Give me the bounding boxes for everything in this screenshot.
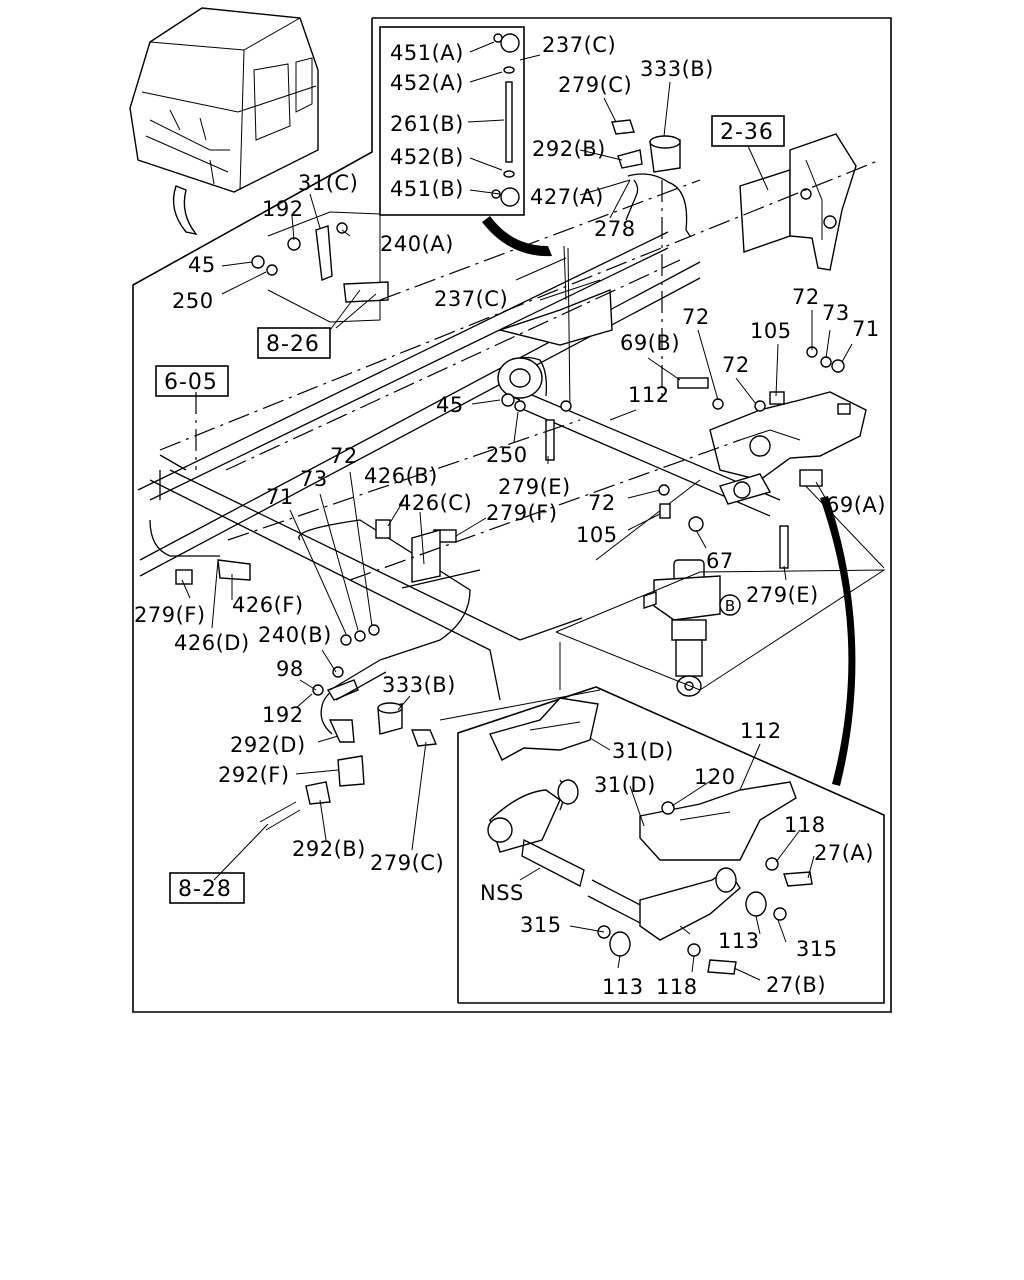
label-333b-top: 333(B) bbox=[640, 57, 714, 81]
label-72-b: 72 bbox=[792, 285, 820, 309]
label-261b: 261(B) bbox=[390, 112, 464, 136]
ref-8-26: 8-26 bbox=[266, 332, 320, 357]
label-451a: 451(A) bbox=[390, 41, 464, 65]
lower-fittings bbox=[259, 659, 438, 831]
label-292b-low: 292(B) bbox=[292, 837, 366, 861]
ref-box-6-05: 6-05 bbox=[155, 365, 229, 397]
cab-arrow bbox=[172, 185, 198, 236]
ref-6-05: 6-05 bbox=[164, 370, 218, 395]
label-31c: 31(C) bbox=[298, 171, 358, 195]
leader-lines bbox=[181, 41, 853, 981]
label-nss: NSS bbox=[480, 881, 524, 905]
label-451b: 451(B) bbox=[390, 177, 464, 201]
label-250-top: 250 bbox=[172, 289, 214, 313]
label-333b-low: 333(B) bbox=[382, 673, 456, 697]
label-69b: 69(B) bbox=[620, 331, 680, 355]
label-315-b: 315 bbox=[796, 937, 838, 961]
label-292b-top: 292(B) bbox=[532, 137, 606, 161]
label-452b: 452(B) bbox=[390, 145, 464, 169]
label-426f: 426(F) bbox=[232, 593, 304, 617]
rod-inset-frame bbox=[379, 26, 525, 216]
rod-assembly bbox=[491, 33, 520, 207]
label-279c-top: 279(C) bbox=[558, 73, 632, 97]
ref-box-8-28: 8-28 bbox=[169, 872, 245, 904]
swing-arrow bbox=[820, 496, 856, 786]
label-192-low: 192 bbox=[262, 703, 304, 727]
bracket-inset-frame bbox=[457, 686, 885, 1004]
label-113-b: 113 bbox=[602, 975, 644, 999]
label-250-mid: 250 bbox=[486, 443, 528, 467]
diagram-frame bbox=[132, 17, 892, 1013]
label-72-a: 72 bbox=[682, 305, 710, 329]
label-427a: 427(A) bbox=[530, 185, 604, 209]
label-279e-right: 279(E) bbox=[746, 583, 819, 607]
label-72-c: 72 bbox=[722, 353, 750, 377]
bracket-2-36 bbox=[739, 133, 857, 271]
ref-box-8-26: 8-26 bbox=[257, 327, 331, 359]
label-112-top: 112 bbox=[628, 383, 670, 407]
bracket-assembly-inset bbox=[487, 697, 813, 975]
label-292d: 292(D) bbox=[230, 733, 306, 757]
label-105-top: 105 bbox=[750, 319, 792, 343]
label-240b: 240(B) bbox=[258, 623, 332, 647]
label-45-top: 45 bbox=[188, 253, 216, 277]
label-192-top: 192 bbox=[262, 197, 304, 221]
small-hardware bbox=[175, 222, 845, 696]
ref-2-36: 2-36 bbox=[720, 120, 774, 145]
right-bracket bbox=[709, 391, 867, 505]
label-45-mid: 45 bbox=[436, 393, 464, 417]
label-69a: 69(A) bbox=[826, 493, 886, 517]
cab-illustration bbox=[129, 7, 319, 193]
label-71-right: 71 bbox=[852, 317, 880, 341]
ref-box-2-36: 2-36 bbox=[711, 115, 785, 191]
label-71-left: 71 bbox=[266, 485, 294, 509]
ref-8-28: 8-28 bbox=[178, 877, 232, 902]
label-279c-low: 279(C) bbox=[370, 851, 444, 875]
label-292f: 292(F) bbox=[218, 763, 290, 787]
label-278: 278 bbox=[594, 217, 636, 241]
view-b-marker: B bbox=[719, 594, 741, 616]
label-118-b: 118 bbox=[656, 975, 698, 999]
bracket-31c-inset bbox=[267, 211, 381, 323]
label-27a: 27(A) bbox=[814, 841, 874, 865]
view-b-letter: B bbox=[725, 597, 735, 615]
label-113-a: 113 bbox=[718, 929, 760, 953]
label-27b: 27(B) bbox=[766, 973, 826, 997]
label-73-right: 73 bbox=[822, 301, 850, 325]
label-72-d: 72 bbox=[330, 444, 358, 468]
label-452a: 452(A) bbox=[390, 71, 464, 95]
label-73-left: 73 bbox=[300, 467, 328, 491]
label-237c-top: 237(C) bbox=[542, 33, 616, 57]
shock-absorber bbox=[643, 559, 721, 697]
label-120: 120 bbox=[694, 765, 736, 789]
label-279f-left: 279(F) bbox=[134, 603, 206, 627]
label-240a: 240(A) bbox=[380, 232, 454, 256]
label-426d: 426(D) bbox=[174, 631, 250, 655]
label-98: 98 bbox=[276, 657, 304, 681]
label-237c-mid: 237(C) bbox=[434, 287, 508, 311]
label-67: 67 bbox=[706, 549, 734, 573]
upper-hose-parts bbox=[482, 119, 691, 257]
label-105-mid: 105 bbox=[576, 523, 618, 547]
part-labels: 451(A) 452(A) 261(B) 452(B) 451(B) 237(C… bbox=[134, 33, 886, 999]
label-426c: 426(C) bbox=[398, 491, 472, 515]
label-112-inset: 112 bbox=[740, 719, 782, 743]
centerlines bbox=[159, 159, 881, 581]
label-31d-b: 31(D) bbox=[594, 773, 656, 797]
label-118-a: 118 bbox=[784, 813, 826, 837]
label-315-a: 315 bbox=[520, 913, 562, 937]
label-72-e: 72 bbox=[588, 491, 616, 515]
label-426b: 426(B) bbox=[364, 464, 438, 488]
label-279e-mid: 279(E) bbox=[498, 475, 571, 499]
label-279f-right: 279(F) bbox=[486, 501, 558, 525]
label-31d-a: 31(D) bbox=[612, 739, 674, 763]
